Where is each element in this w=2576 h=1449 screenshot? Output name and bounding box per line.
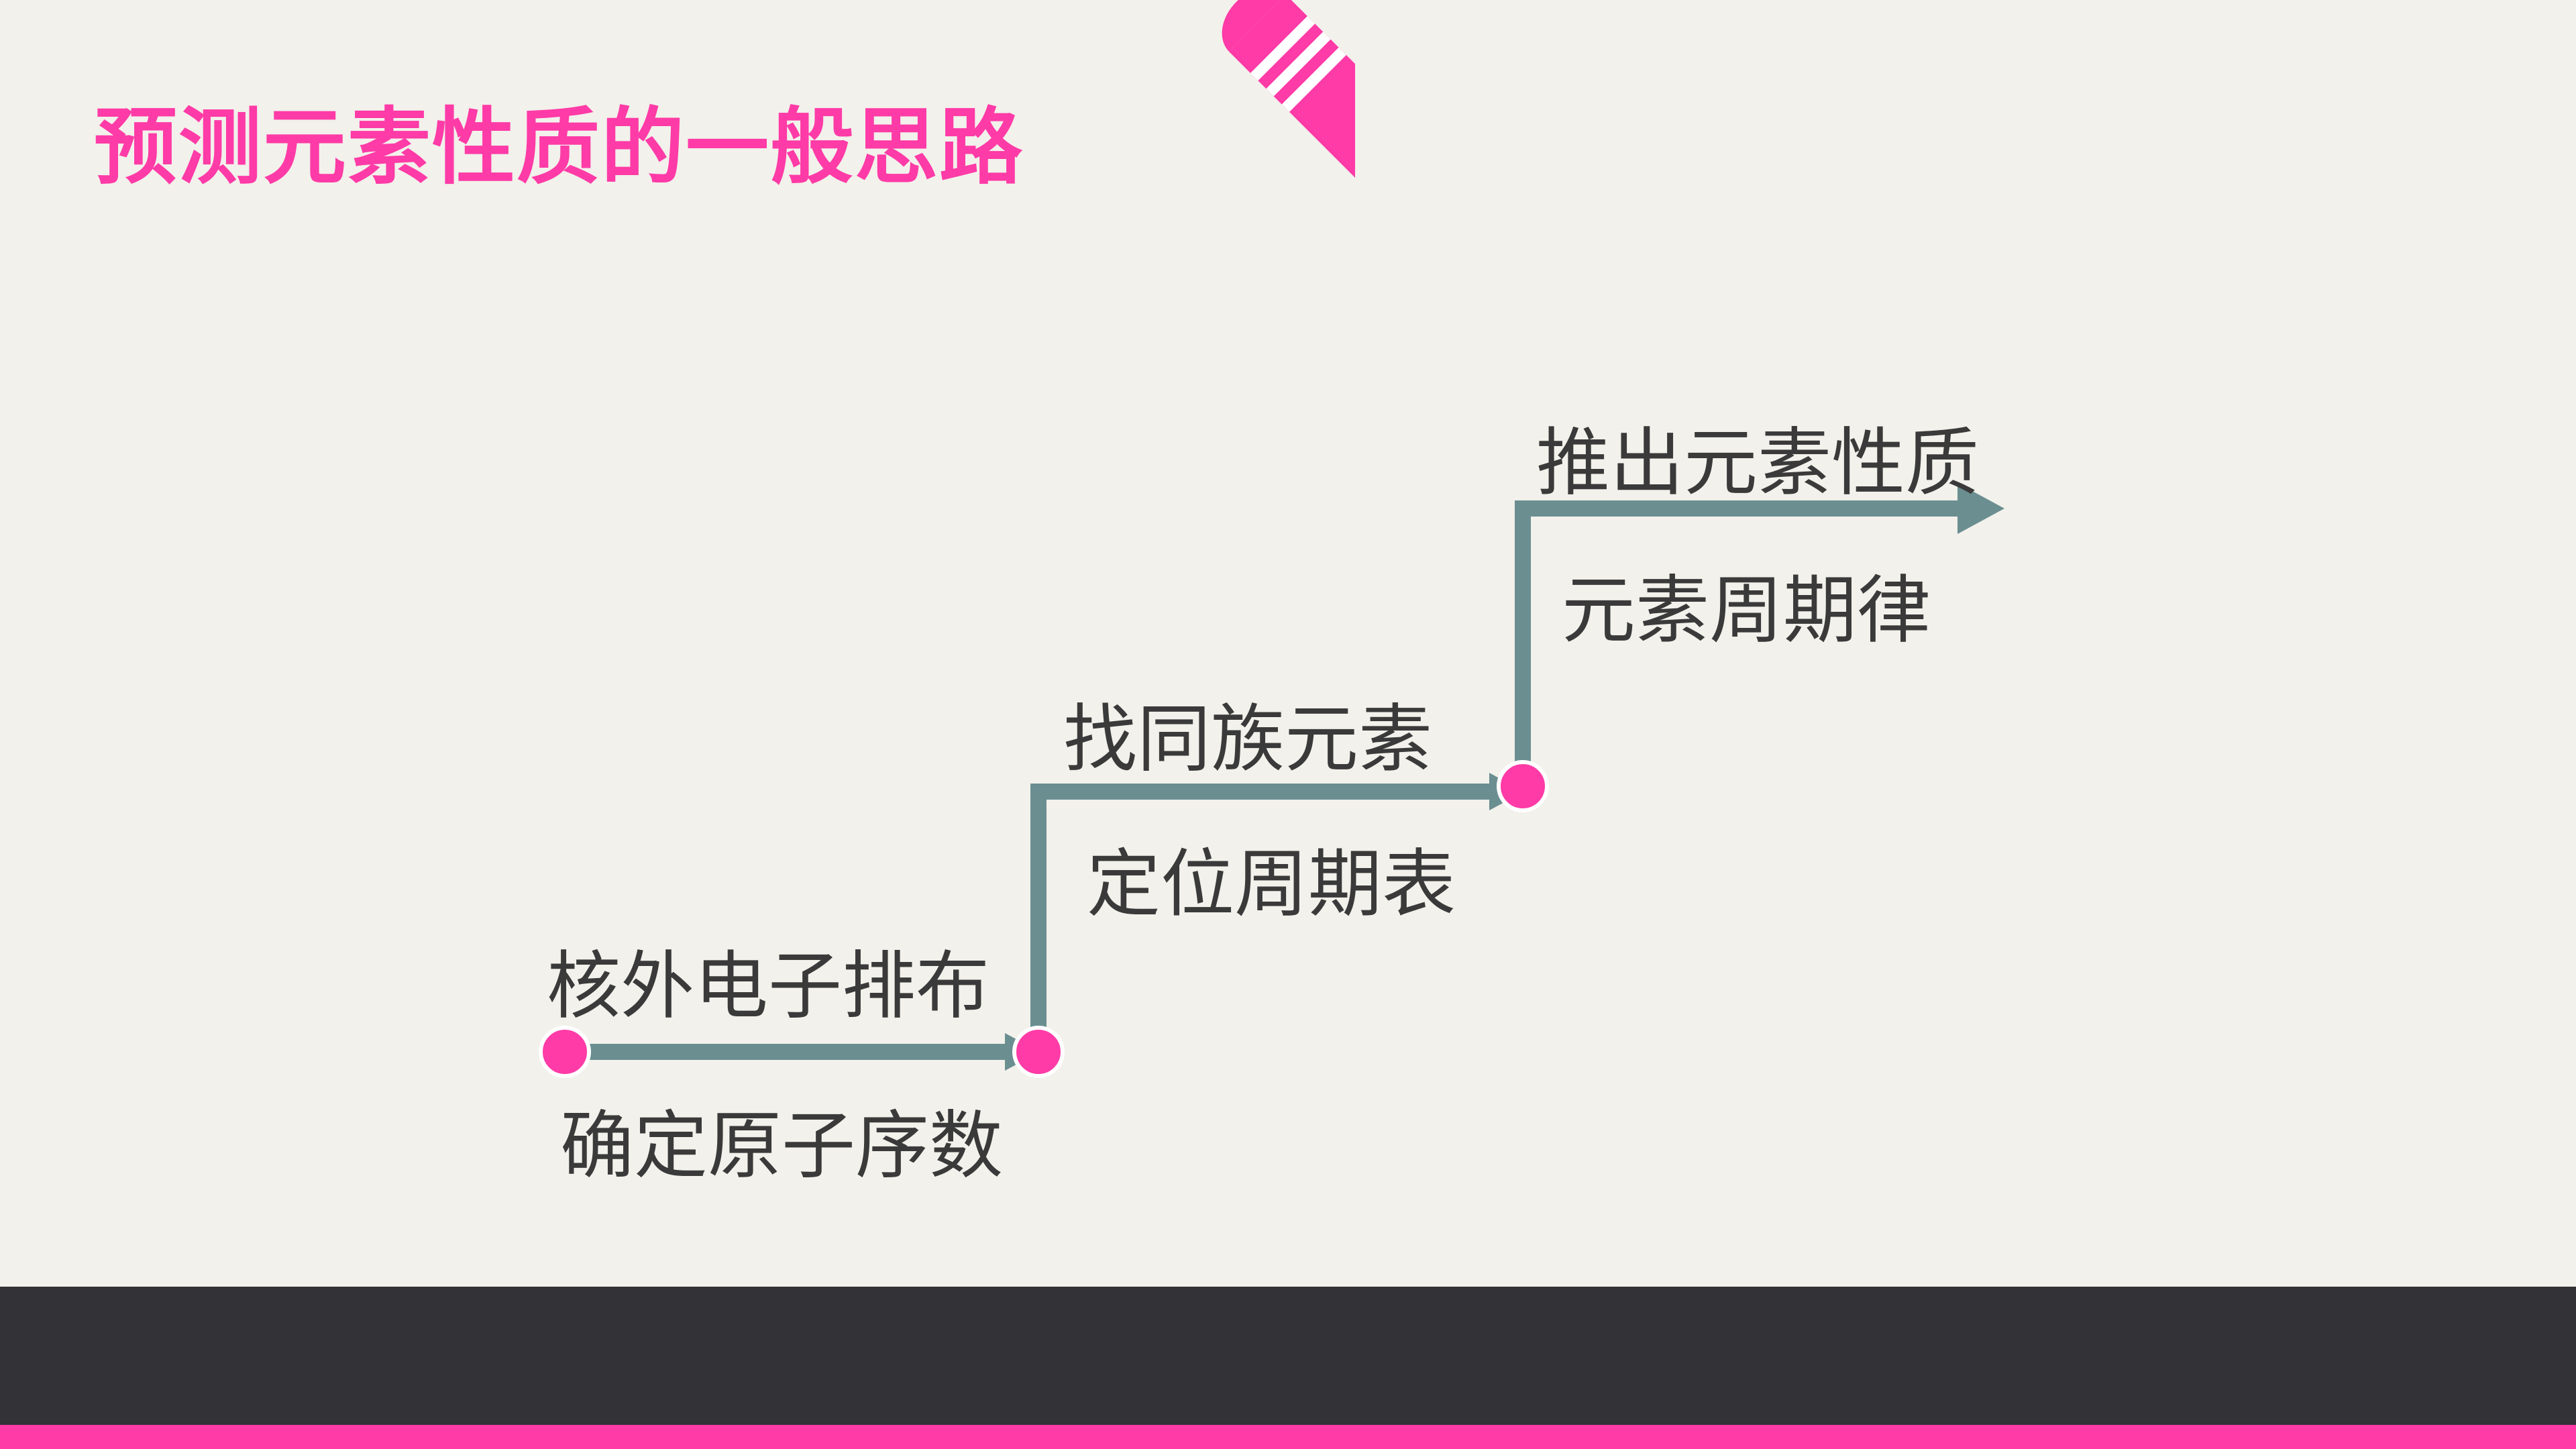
step-path bbox=[565, 500, 1959, 1060]
step-node-1 bbox=[539, 1026, 591, 1078]
step-2-label-above: 找同族元素 bbox=[1063, 696, 1432, 782]
step-node-2 bbox=[1012, 1026, 1065, 1078]
footer-accent-stripe bbox=[0, 1425, 2576, 1449]
step-1-label-below: 确定原子序数 bbox=[560, 1103, 1003, 1189]
step-3-label-above: 推出元素性质 bbox=[1536, 420, 1979, 506]
page-title: 预测元素性质的一般思路 bbox=[94, 99, 1024, 196]
step-2-label-below: 定位周期表 bbox=[1087, 841, 1456, 927]
pencil-icon bbox=[1222, 0, 1355, 180]
arrow-head-3 bbox=[1957, 483, 2004, 534]
footer-bar bbox=[0, 1287, 2576, 1425]
step-1-label-above: 核外电子排布 bbox=[547, 943, 989, 1029]
step-3-label-below: 元素周期律 bbox=[1562, 568, 1931, 653]
step-node-3 bbox=[1497, 760, 1549, 812]
